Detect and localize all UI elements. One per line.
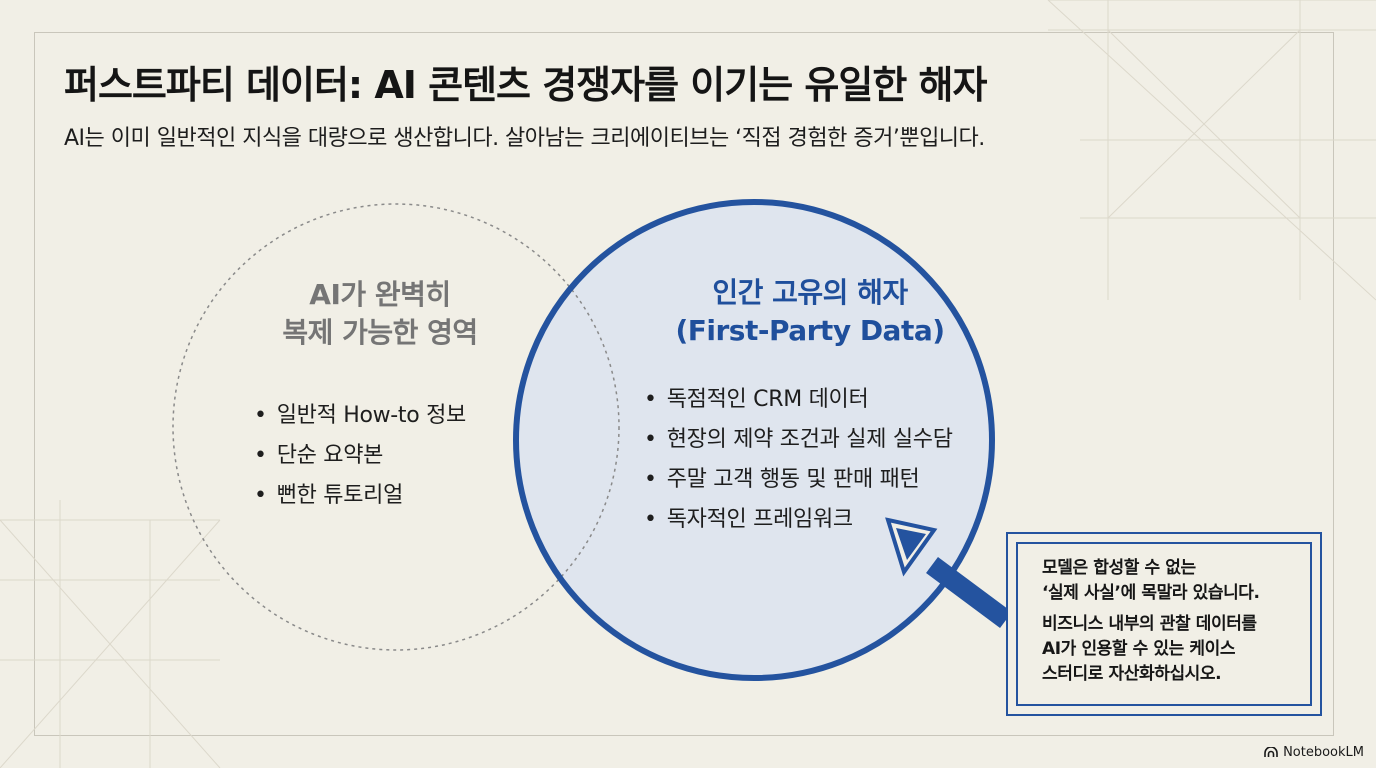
notebooklm-logo-icon [1264,747,1278,757]
list-item: •현장의 제약 조건과 실제 실수담 [644,427,953,452]
right-circle-heading: 인간 고유의 해자 (First-Party Data) [675,276,945,347]
left-circle-outline [172,203,620,651]
slide-frame [34,32,1334,736]
right-circle-outline [513,199,995,681]
brand-watermark: NotebookLM [1264,745,1364,760]
page-subtitle: AI는 이미 일반적인 지식을 대량으로 생산합니다. 살아남는 크리에이티브는… [64,126,985,151]
list-item: •단순 요약본 [254,443,384,468]
brand-label: NotebookLM [1283,745,1364,760]
callout-paragraph: 모델은 합성할 수 없는 ‘실제 사실’에 목말라 있습니다. [1042,558,1260,603]
page-title: 퍼스트파티 데이터: AI 콘텐츠 경쟁자를 이기는 유일한 해자 [64,63,987,107]
left-circle-list: •일반적 How-to 정보 •단순 요약본 •뻔한 튜토리얼 [254,396,466,516]
list-item: •독자적인 프레임워크 [644,507,853,532]
list-item: •독점적인 CRM 데이터 [644,387,869,412]
callout-arrow [885,517,1012,629]
callout-inner-border: 모델은 합성할 수 없는 ‘실제 사실’에 목말라 있습니다. 비즈니스 내부의… [1016,542,1312,706]
callout-box: 모델은 합성할 수 없는 ‘실제 사실’에 목말라 있습니다. 비즈니스 내부의… [1006,532,1322,716]
list-item: •뻔한 튜토리얼 [254,483,404,508]
list-item: •주말 고객 행동 및 판매 패턴 [644,467,920,492]
list-item: •일반적 How-to 정보 [254,403,466,428]
right-circle-list: •독점적인 CRM 데이터 •현장의 제약 조건과 실제 실수담 •주말 고객 … [644,380,953,540]
right-circle-fill [516,202,992,678]
left-circle-heading: AI가 완벽히 복제 가능한 영역 [282,278,478,349]
callout-paragraph: 비즈니스 내부의 관찰 데이터를 AI가 인용할 수 있는 케이스 스터디로 자… [1042,614,1257,684]
